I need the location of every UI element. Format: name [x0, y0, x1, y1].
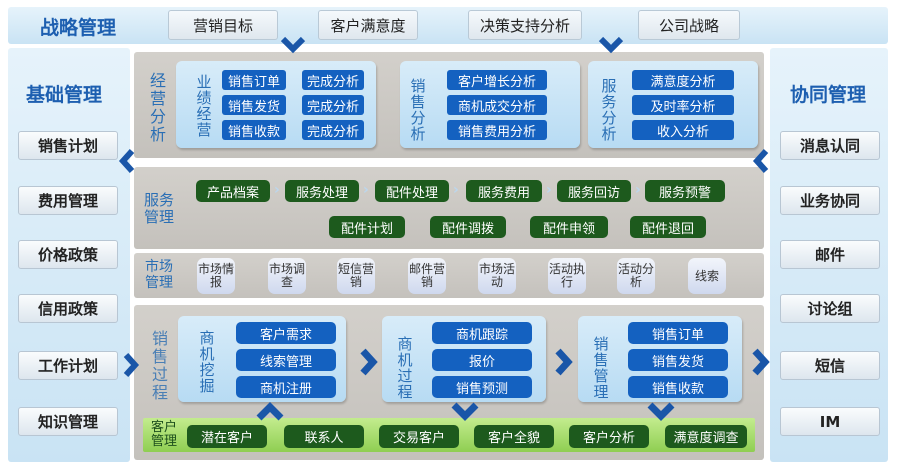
right-item[interactable]: 业务协同 [780, 186, 880, 215]
sales-analysis-item[interactable]: 销售费用分析 [447, 120, 547, 140]
sales-analysis-label: 销售分析 [410, 77, 426, 143]
service-item[interactable]: 产品档案 [196, 180, 270, 202]
market-label: 市场管理 [145, 259, 173, 291]
customer-label: 客户管理 [150, 420, 177, 449]
sales-step[interactable]: 销售发货 [628, 349, 728, 371]
market-item[interactable]: 短信营销 [337, 258, 375, 294]
left-item[interactable]: 销售计划 [18, 131, 118, 160]
sales-step[interactable]: 报价 [432, 349, 532, 371]
service-analysis-item[interactable]: 收入分析 [632, 120, 734, 140]
service-label: 服务管理 [143, 191, 174, 226]
right-item[interactable]: 短信 [780, 351, 880, 380]
customer-item[interactable]: 潜在客户 [187, 425, 267, 448]
arrow-icon: › [546, 182, 552, 198]
sales-step[interactable]: 销售订单 [628, 322, 728, 344]
right-item[interactable]: IM [780, 407, 880, 436]
analysis-label: 经营分析 [149, 71, 166, 144]
right-item[interactable]: 邮件 [780, 240, 880, 269]
chevron-right-icon [360, 348, 378, 376]
group-label: 销售管理 [593, 335, 609, 401]
chevron-up-icon [256, 402, 284, 421]
chevron-down-icon [598, 36, 624, 54]
tab-customer-satisfaction[interactable]: 客户满意度 [318, 10, 418, 40]
service-item[interactable]: 配件申领 [530, 216, 608, 238]
arrow-icon: › [363, 182, 369, 198]
perf-item[interactable]: 销售发货 [222, 95, 286, 115]
performance-label: 业绩经营 [196, 73, 212, 139]
market-panel [134, 253, 764, 298]
arrow-icon: › [274, 182, 280, 198]
market-item[interactable]: 活动执行 [548, 258, 586, 294]
perf-analysis[interactable]: 完成分析 [302, 95, 364, 115]
market-item[interactable]: 活动分析 [617, 258, 655, 294]
tab-decision-support[interactable]: 决策支持分析 [468, 10, 582, 40]
perf-item[interactable]: 销售订单 [222, 70, 286, 90]
service-analysis-label: 服务分析 [601, 77, 617, 143]
strategy-title: 战略管理 [40, 17, 117, 39]
chevron-down-icon [647, 402, 675, 421]
customer-item[interactable]: 联系人 [284, 425, 364, 448]
sales-step[interactable]: 商机注册 [236, 376, 336, 398]
chevron-left-icon [752, 148, 769, 174]
service-item[interactable]: 配件退回 [630, 216, 706, 238]
sales-analysis-item[interactable]: 商机成交分析 [447, 95, 547, 115]
market-item[interactable]: 市场活动 [478, 258, 516, 294]
service-analysis-item[interactable]: 及时率分析 [632, 95, 734, 115]
service-item[interactable]: 配件调拨 [430, 216, 506, 238]
tab-marketing-goals[interactable]: 营销目标 [168, 10, 278, 40]
left-item[interactable]: 费用管理 [18, 186, 118, 215]
arrow-icon: › [453, 182, 459, 198]
collaboration-title: 协同管理 [790, 84, 867, 106]
left-item[interactable]: 知识管理 [18, 407, 118, 436]
sales-step[interactable]: 线索管理 [236, 349, 336, 371]
right-item[interactable]: 消息认同 [780, 131, 880, 160]
top-bar [8, 7, 888, 44]
sales-step[interactable]: 销售收款 [628, 376, 728, 398]
market-item[interactable]: 线索 [688, 258, 726, 294]
market-item[interactable]: 市场调查 [268, 258, 306, 294]
service-item[interactable]: 服务费用 [466, 180, 542, 202]
service-item[interactable]: 服务预警 [645, 180, 725, 202]
customer-item[interactable]: 满意度调查 [665, 425, 747, 448]
left-item[interactable]: 工作计划 [18, 351, 118, 380]
left-item[interactable]: 价格政策 [18, 240, 118, 269]
sales-step[interactable]: 销售预测 [432, 376, 532, 398]
group-label: 商机挖掘 [199, 329, 215, 395]
chevron-right-icon [123, 352, 140, 378]
customer-item[interactable]: 客户分析 [569, 425, 649, 448]
chevron-down-icon [451, 402, 479, 421]
tab-company-strategy[interactable]: 公司战略 [638, 10, 740, 40]
perf-item[interactable]: 销售收款 [222, 120, 286, 140]
market-item[interactable]: 邮件营销 [408, 258, 446, 294]
sales-process-label: 销售过程 [151, 329, 168, 402]
service-item[interactable]: 配件计划 [329, 216, 405, 238]
customer-item[interactable]: 交易客户 [379, 425, 459, 448]
service-item[interactable]: 配件处理 [375, 180, 449, 202]
customer-item[interactable]: 客户全貌 [474, 425, 554, 448]
sales-analysis-item[interactable]: 客户增长分析 [447, 70, 547, 90]
left-item[interactable]: 信用政策 [18, 294, 118, 323]
chevron-right-icon [752, 348, 770, 376]
sales-step[interactable]: 客户需求 [236, 322, 336, 344]
group-label: 商机过程 [397, 335, 413, 401]
basic-management-title: 基础管理 [26, 84, 103, 106]
arrow-icon: › [635, 182, 641, 198]
perf-analysis[interactable]: 完成分析 [302, 120, 364, 140]
perf-analysis[interactable]: 完成分析 [302, 70, 364, 90]
sales-step[interactable]: 商机跟踪 [432, 322, 532, 344]
chevron-left-icon [118, 148, 135, 174]
service-item[interactable]: 服务处理 [285, 180, 359, 202]
chevron-down-icon [280, 36, 306, 54]
service-item[interactable]: 服务回访 [557, 180, 631, 202]
service-analysis-item[interactable]: 满意度分析 [632, 70, 734, 90]
chevron-right-icon [555, 348, 573, 376]
market-item[interactable]: 市场情报 [197, 258, 235, 294]
right-item[interactable]: 讨论组 [780, 294, 880, 323]
